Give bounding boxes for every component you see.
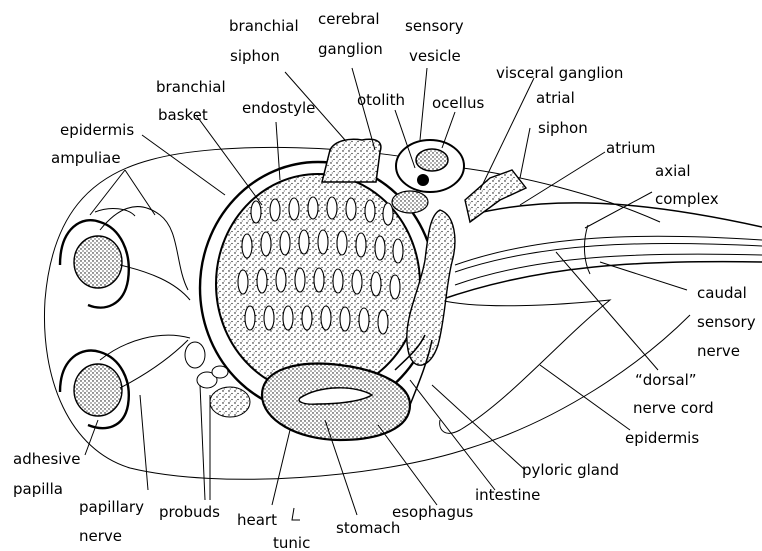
label-atrial-siphon-2: siphon	[538, 119, 588, 137]
label-branchial-basket-2: basket	[158, 106, 208, 124]
label-dorsal-nerve-cord-1: “dorsal”	[635, 371, 697, 389]
label-probuds: probuds	[159, 503, 220, 521]
label-stomach: stomach	[336, 519, 400, 537]
ocellus	[416, 149, 448, 171]
label-pyloric-gland: pyloric gland	[522, 461, 619, 479]
label-caudal-sensory-nerve-1: caudal	[697, 284, 747, 302]
label-epidermis-top: epidermis	[60, 121, 134, 139]
label-ocellus: ocellus	[432, 94, 484, 112]
label-sensory-vesicle-1: sensory	[405, 17, 464, 35]
label-sensory-vesicle-2: vesicle	[409, 47, 461, 65]
tail-notochord-2	[455, 243, 762, 272]
label-adhesive-papilla-2: papilla	[13, 480, 63, 498]
label-dorsal-nerve-cord-2: nerve cord	[633, 399, 714, 417]
probuds	[185, 342, 228, 388]
label-branchial-siphon-2: siphon	[230, 47, 280, 65]
label-epidermis-bottom: epidermis	[625, 429, 699, 447]
heart	[210, 387, 250, 417]
label-cerebral-ganglion-1: cerebral	[318, 10, 380, 28]
label-heart: heart	[237, 511, 277, 529]
label-visceral-ganglion: visceral ganglion	[496, 64, 623, 82]
label-atrial-siphon-1: atrial	[536, 89, 575, 107]
label-ampuliae: ampuliae	[51, 149, 121, 167]
axial-complex-ring	[584, 225, 590, 274]
label-papillary-nerve-2: nerve	[79, 527, 122, 545]
label-branchial-siphon-1: branchial	[229, 17, 299, 35]
label-papillary-nerve-1: papillary	[79, 498, 144, 516]
tail-notochord-1	[455, 236, 762, 265]
label-tunic: tunic	[273, 534, 310, 551]
label-caudal-sensory-nerve-3: nerve	[697, 342, 740, 360]
label-atrium: atrium	[606, 139, 656, 157]
label-caudal-sensory-nerve-2: sensory	[697, 313, 756, 331]
label-branchial-basket-1: branchial	[156, 78, 226, 96]
cerebral-ganglion	[392, 191, 428, 213]
otolith	[417, 174, 429, 186]
atrial-siphon	[465, 170, 526, 222]
label-otolith: otolith	[357, 91, 405, 109]
branchial-siphon	[322, 139, 381, 182]
label-axial-complex-2: complex	[655, 190, 719, 208]
label-cerebral-ganglion-2: ganglion	[318, 40, 383, 58]
label-esophagus: esophagus	[392, 503, 473, 521]
label-axial-complex-1: axial	[655, 162, 691, 180]
label-endostyle: endostyle	[242, 99, 315, 117]
adhesive-papillae	[60, 207, 190, 429]
label-intestine: intestine	[475, 486, 540, 504]
epidermis-membrane	[440, 300, 610, 433]
label-adhesive-papilla-1: adhesive	[13, 450, 81, 468]
